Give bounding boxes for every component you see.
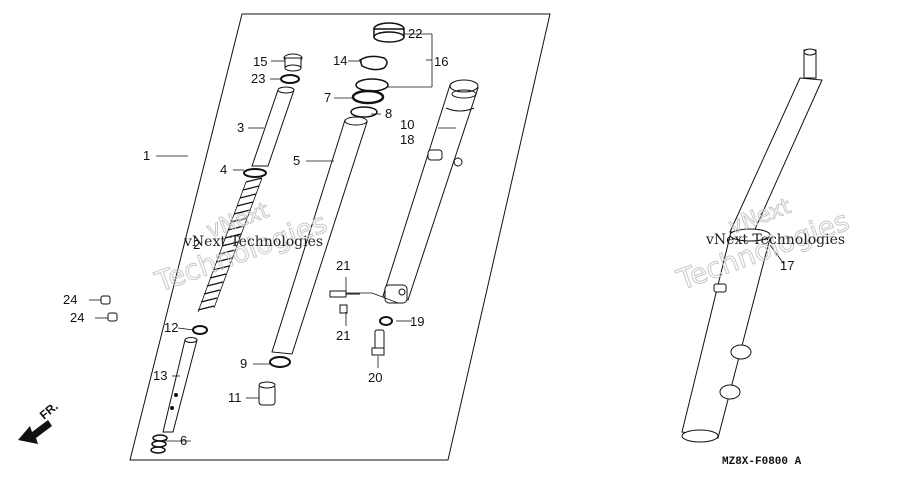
callout-6: 6: [180, 433, 187, 448]
diagram-code: MZ8X-F0800 A: [722, 456, 802, 468]
front-direction-arrow: FR.: [18, 399, 61, 444]
fork-slider: [382, 79, 479, 304]
callout-14: 14: [333, 53, 347, 68]
callout-7: 7: [324, 90, 331, 105]
watermark-left-text: vNext Technologies: [183, 234, 323, 250]
assembly-group-outline: [129, 13, 551, 461]
callout-3: 3: [237, 120, 244, 135]
callout-19: 19: [410, 314, 424, 329]
fork-spring: [197, 177, 263, 313]
fork-pipe: [258, 116, 368, 406]
watermark-right: vNext Technologies vNext Technologies: [672, 194, 854, 298]
callout-12: 12: [164, 320, 178, 335]
callout-22: 22: [408, 26, 422, 41]
fork-caps: [100, 295, 118, 322]
callout-23: 23: [251, 71, 265, 86]
callout-21-lower: 21: [336, 328, 350, 343]
front-label: FR.: [37, 399, 61, 422]
callout-18: 18: [400, 132, 414, 147]
callout-13: 13: [153, 368, 167, 383]
callout-21-upper: 21: [336, 258, 350, 273]
fork-bolts: [329, 290, 393, 356]
arrow-icon: [18, 420, 52, 444]
callout-24-lower: 24: [70, 310, 84, 325]
fork-seals: [350, 22, 405, 118]
callout-15: 15: [253, 54, 267, 69]
callout-10: 10: [400, 117, 414, 132]
callout-8: 8: [385, 106, 392, 121]
complete-fork-assembly: [681, 48, 823, 443]
callout-11: 11: [228, 390, 242, 405]
leader-lines: [89, 33, 785, 442]
callout-4: 4: [220, 162, 227, 177]
callout-labels: 1 2 3 4 5 6 7 8 9 10 11 12 13 14 15 16 1…: [63, 26, 794, 448]
callout-2: 2: [193, 237, 200, 252]
callout-9: 9: [240, 356, 247, 371]
callout-17: 17: [780, 258, 794, 273]
fork-internal-parts: [150, 53, 303, 454]
callout-20: 20: [368, 370, 382, 385]
callout-1: 1: [143, 148, 150, 163]
watermark-right-text: vNext Technologies: [705, 232, 845, 248]
callout-24-upper: 24: [63, 292, 77, 307]
callout-5: 5: [293, 153, 300, 168]
callout-16: 16: [434, 54, 448, 69]
